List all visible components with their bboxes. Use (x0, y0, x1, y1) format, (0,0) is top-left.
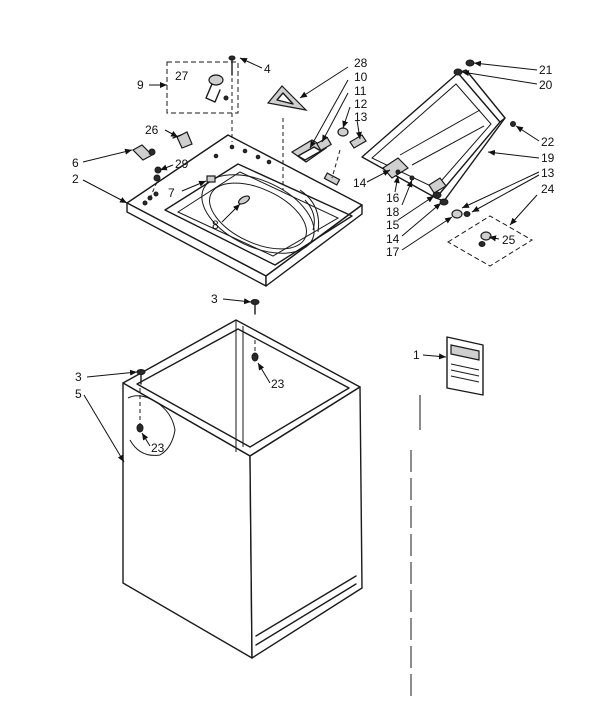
lid-switch-assembly (290, 127, 367, 179)
callout-13-lower: 13 (541, 166, 555, 180)
screw-part-3-lower (136, 369, 146, 385)
callout-15: 15 (386, 218, 400, 232)
callout-29: 29 (175, 157, 189, 171)
part-25-box (447, 215, 533, 267)
callout-19: 19 (541, 151, 555, 165)
screw-part-22 (510, 121, 516, 127)
instruction-label-part-1 (446, 336, 484, 396)
callout-6: 6 (72, 156, 79, 170)
top-panel (126, 134, 363, 287)
callout-labels: 4 9 27 28 10 11 12 13 26 6 29 2 7 8 14 1… (72, 56, 555, 455)
part-28 (266, 85, 308, 190)
callout-26: 26 (145, 123, 159, 137)
callout-28: 28 (354, 56, 368, 70)
cabinet (122, 319, 363, 659)
screw-part-4 (228, 55, 236, 142)
callout-27: 27 (175, 69, 189, 83)
callout-5: 5 (75, 387, 82, 401)
callout-16: 16 (386, 191, 400, 205)
lid (361, 69, 506, 202)
callout-23-lower: 23 (151, 441, 165, 455)
callout-9: 9 (137, 78, 144, 92)
callout-12: 12 (354, 97, 368, 111)
hinge-bracket-26 (172, 131, 193, 149)
callout-1: 1 (413, 348, 420, 362)
callout-14-lower: 14 (386, 232, 400, 246)
callout-7: 7 (168, 186, 175, 200)
callout-22: 22 (541, 135, 555, 149)
part-27-assembly (166, 61, 239, 114)
callout-3-upper: 3 (211, 292, 218, 306)
hinge-hardware (432, 191, 471, 219)
callout-23-upper: 23 (271, 377, 285, 391)
callout-2: 2 (72, 172, 79, 186)
callout-11: 11 (354, 84, 367, 98)
part-6 (132, 144, 156, 161)
callout-13-upper: 13 (354, 110, 368, 124)
callout-leaders (82, 57, 540, 463)
callout-20: 20 (539, 78, 553, 92)
callout-14-upper: 14 (353, 176, 367, 190)
callout-3-lower: 3 (75, 370, 82, 384)
callout-8: 8 (212, 218, 219, 232)
callout-10: 10 (354, 70, 368, 84)
part-29 (149, 166, 162, 199)
callout-24: 24 (541, 182, 555, 196)
callout-17: 17 (386, 245, 400, 259)
callout-4: 4 (264, 62, 271, 76)
callout-25: 25 (502, 233, 516, 247)
callout-21: 21 (539, 63, 553, 77)
screw-part-3-upper (250, 299, 260, 315)
callout-18: 18 (386, 205, 400, 219)
